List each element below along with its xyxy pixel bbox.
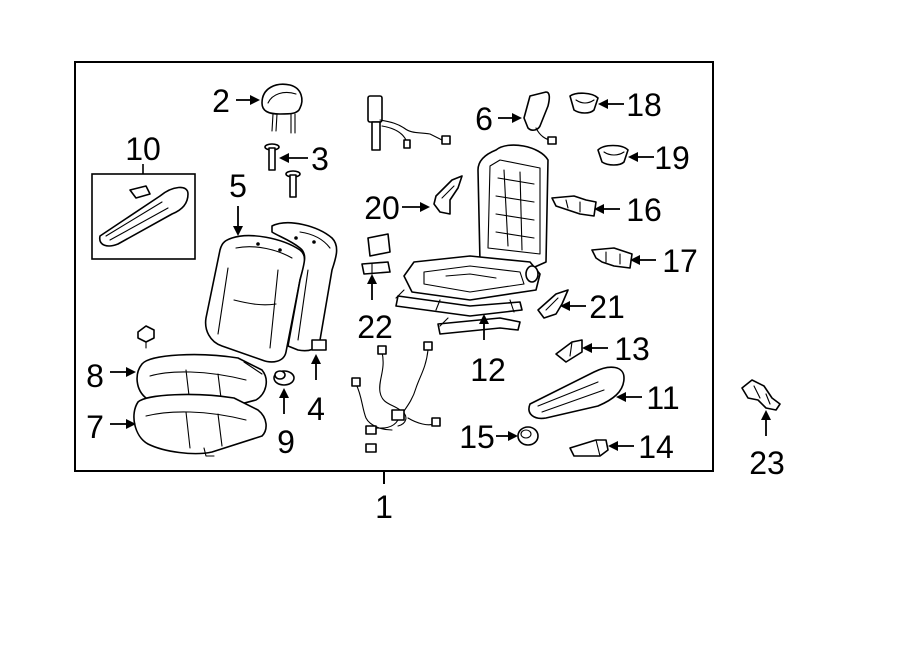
callout-2: 2 [212, 83, 230, 119]
trim-21-part [537, 289, 569, 319]
arrow-21 [560, 301, 586, 311]
arrow-4 [311, 354, 321, 380]
cover-19-part [597, 144, 629, 166]
arrow-14 [608, 441, 634, 451]
arrow-8 [110, 367, 136, 377]
arrow-2 [236, 95, 260, 105]
arrow-17 [630, 255, 656, 265]
callout-21: 21 [589, 289, 625, 325]
headrest-part [261, 83, 303, 134]
arrow-5 [233, 206, 243, 236]
seat-frame-part [395, 144, 549, 335]
callout-8: 8 [86, 358, 104, 394]
bracket-20-part [433, 175, 463, 215]
lever-14-part [569, 439, 609, 457]
arrow-7 [110, 419, 136, 429]
knob-15-part [517, 426, 539, 446]
callout-10: 10 [125, 131, 161, 167]
arrow-12 [479, 314, 489, 340]
arrow-3 [279, 153, 308, 163]
side-shield-part [98, 185, 189, 247]
callout-20: 20 [364, 190, 400, 226]
arrow-20 [402, 202, 430, 212]
callout-11: 11 [646, 380, 679, 416]
callout-22: 22 [357, 309, 393, 345]
callout-12: 12 [470, 352, 506, 388]
cover-18-part [569, 92, 599, 114]
arrow-23 [761, 410, 771, 436]
callout-1: 1 [375, 489, 393, 525]
arrow-6 [498, 113, 522, 123]
assembly-frame [74, 61, 714, 472]
callout-17: 17 [662, 243, 698, 279]
bracket-17-part [591, 247, 633, 269]
callout-3: 3 [311, 141, 329, 177]
callout-19: 19 [654, 140, 690, 176]
callout-7: 7 [86, 409, 104, 445]
callout-15: 15 [459, 419, 495, 455]
cushion-pad-part [133, 393, 267, 457]
switch-22-part [361, 233, 391, 275]
bracket-23-part [741, 379, 781, 411]
cap-13-part [555, 339, 583, 363]
outer-shield-part [528, 366, 625, 420]
arrow-13 [582, 343, 608, 353]
arrow-22 [367, 274, 377, 300]
wire-harness-part [351, 341, 441, 453]
clip-part [137, 325, 155, 349]
arrow-16 [594, 204, 620, 214]
arrow-19 [628, 152, 654, 162]
seat-belt-buckle-part [367, 95, 451, 151]
callout-13: 13 [614, 331, 650, 367]
callout-5: 5 [229, 168, 247, 204]
callout-4: 4 [307, 391, 325, 427]
adjuster-knob-part [273, 370, 295, 386]
callout-6: 6 [475, 101, 493, 137]
airbag-module-part [523, 91, 557, 145]
arrow-15 [496, 431, 518, 441]
arrow-11 [616, 392, 642, 402]
callout-18: 18 [626, 87, 662, 123]
seatback-part [204, 222, 338, 363]
callout-14: 14 [638, 429, 674, 465]
headrest-guide-part [264, 143, 301, 198]
bracket-16-part [551, 195, 597, 217]
arrow-18 [598, 99, 624, 109]
callout-16: 16 [626, 192, 662, 228]
callout-9: 9 [277, 424, 295, 460]
callout-23: 23 [749, 445, 785, 481]
arrow-9 [279, 388, 289, 414]
